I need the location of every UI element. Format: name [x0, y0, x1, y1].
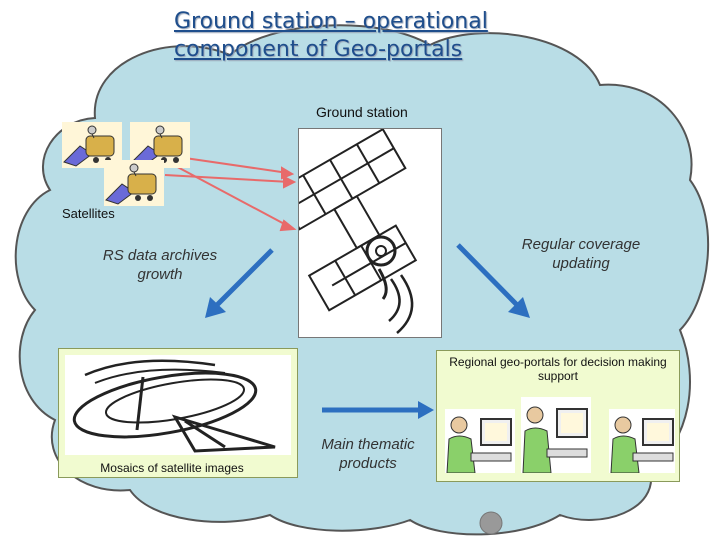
regular-coverage-label: Regular coverage updating: [521, 236, 641, 272]
arrow-to-portals: [456, 243, 530, 318]
title-line-2: component of Geo-portals: [174, 37, 463, 62]
main-products-label: Main thematic products: [321, 436, 415, 472]
operator-workstation-icon: [521, 397, 591, 474]
satellite-dish-icon: [65, 355, 291, 455]
ground-antenna-icon: [275, 127, 418, 334]
arrow-to-products: [322, 401, 434, 419]
mosaics-panel: Mosaics of satellite images: [58, 348, 298, 478]
regional-portals-label: Regional geo-portals for decision making…: [449, 355, 667, 383]
regional-portals-panel: Regional geo-portals for decision making…: [436, 350, 680, 482]
grey-dot: [479, 511, 503, 535]
arrow-to-archives: [205, 248, 274, 318]
rs-data-label: RS data archives growth: [102, 247, 218, 283]
ground-station-label: Ground station: [316, 104, 408, 120]
mosaics-label: Mosaics of satellite images: [100, 461, 244, 475]
ground-antenna-image: [275, 127, 442, 338]
satellite-icon: [104, 160, 164, 206]
satellites-label: Satellites: [62, 206, 115, 221]
operator-workstation-icon: [445, 409, 515, 474]
title-line-1: Ground station – operational: [174, 9, 488, 34]
diagram-title: Ground station – operational component o…: [174, 8, 594, 64]
operator-workstation-icon: [609, 409, 675, 474]
red-arrows: [164, 157, 297, 232]
